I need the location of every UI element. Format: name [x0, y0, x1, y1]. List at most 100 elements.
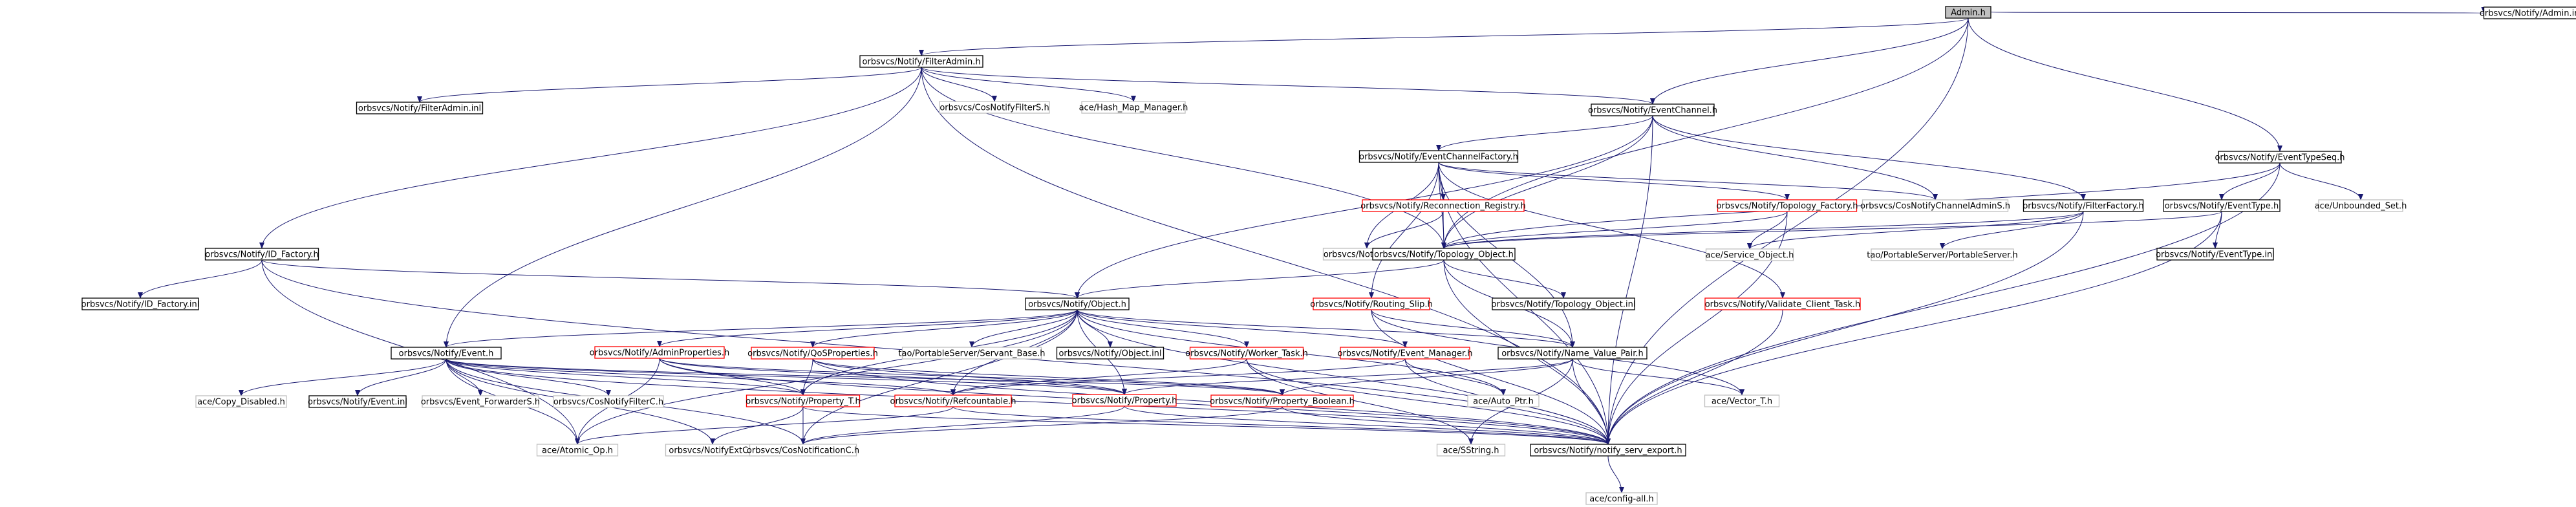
- edge-recon-to-exts: [1364, 211, 1444, 249]
- edge-root-to-evts: [1968, 17, 2282, 152]
- edge-filtf-to-export: [1605, 211, 2084, 445]
- node-evtype[interactable]: orbsvcs/Notify/EventType.h: [2163, 199, 2281, 212]
- edge-event-to-eventinl: [355, 358, 447, 396]
- node-box-coschas: [1862, 199, 2009, 212]
- node-adminp[interactable]: orbsvcs/Notify/AdminProperties.h: [590, 346, 730, 359]
- node-box-cosfs: [939, 101, 1050, 114]
- node-box-topof: [1717, 199, 1858, 212]
- node-label-autoptr: ace/Auto_Ptr.h: [1473, 397, 1534, 407]
- edge-obj-to-nvp: [1077, 309, 1575, 348]
- node-label-idfinl: orbsvcs/Notify/ID_Factory.inl: [81, 300, 200, 310]
- node-label-obj: orbsvcs/Notify/Object.h: [1028, 300, 1126, 310]
- node-filtf[interactable]: orbsvcs/Notify/FilterFactory.h: [2023, 199, 2144, 212]
- node-evmgr[interactable]: orbsvcs/Notify/Event_Manager.h: [1337, 347, 1473, 360]
- node-vectort: ace/Vector_T.h: [1704, 394, 1780, 407]
- node-box-admininl: [2483, 6, 2576, 19]
- edge-propt-to-extc: [710, 406, 804, 445]
- node-box-vectort: [1704, 394, 1780, 407]
- node-cosfs: orbsvcs/CosNotifyFilterS.h: [939, 101, 1050, 114]
- node-label-validate: orbsvcs/Notify/Validate_Client_Task.h: [1705, 300, 1861, 310]
- node-box-unbset: [2318, 199, 2403, 212]
- node-admininl[interactable]: orbsvcs/Notify/Admin.inl: [2480, 6, 2576, 19]
- graph-nodes: Admin.h orbsvcs/Notify/FilterAdmin.h orbsv…: [81, 6, 2576, 505]
- edge-fadm-to-cosfs: [921, 67, 997, 102]
- edge-filtf-to-topoobj: [1441, 211, 2084, 249]
- node-label-event: orbsvcs/Notify/Event.h: [399, 349, 494, 359]
- edge-qosp-to-propt: [800, 358, 813, 396]
- node-topoinl[interactable]: orbsvcs/Notify/Topology_Object.inl: [1492, 297, 1636, 310]
- node-root[interactable]: Admin.h: [1945, 6, 1991, 19]
- edge-fadm-to-event: [444, 67, 922, 348]
- node-qosp[interactable]: orbsvcs/Notify/QoSProperties.h: [747, 347, 878, 360]
- node-propb[interactable]: orbsvcs/Notify/Property_Boolean.h: [1210, 394, 1355, 407]
- node-refc[interactable]: orbsvcs/Notify/Refcountable.h: [890, 394, 1016, 407]
- node-box-export: [1530, 444, 1686, 457]
- edge-event-to-export: [445, 358, 1611, 445]
- edge-obj-to-atomic: [575, 309, 1078, 445]
- node-box-evch: [1591, 103, 1715, 116]
- edge-propb-to-export: [1282, 406, 1611, 445]
- edge-routing-to-export: [1371, 309, 1611, 445]
- edge-evch-to-topoobj: [1441, 115, 1653, 249]
- node-hashmap: ace/Hash_Map_Manager.h: [1079, 101, 1188, 114]
- edge-nvp-to-propb: [1280, 358, 1573, 396]
- node-label-atomic: ace/Atomic_Op.h: [542, 446, 613, 456]
- node-nvp[interactable]: orbsvcs/Notify/Name_Value_Pair.h: [1497, 347, 1648, 360]
- edge-nvp-to-vectort: [1572, 358, 1744, 396]
- edge-idf-to-obj: [261, 259, 1080, 299]
- node-eventinl[interactable]: orbsvcs/Notify/Event.inl: [308, 395, 407, 408]
- node-label-evmgr: orbsvcs/Notify/Event_Manager.h: [1337, 349, 1472, 359]
- node-evch[interactable]: orbsvcs/Notify/EventChannel.h: [1588, 103, 1717, 116]
- node-prop[interactable]: orbsvcs/Notify/Property.h: [1072, 394, 1177, 407]
- node-export[interactable]: orbsvcs/Notify/notify_serv_export.h: [1530, 444, 1686, 457]
- node-topof[interactable]: orbsvcs/Notify/Topology_Factory.h: [1716, 199, 1858, 212]
- node-recon[interactable]: orbsvcs/Notify/Reconnection_Registry.h: [1360, 199, 1526, 212]
- edge-export-to-cfgall: [1607, 455, 1624, 493]
- node-label-cosfc: orbsvcs/CosNotifyFilterC.h: [553, 398, 663, 407]
- edge-routing-to-nvp: [1371, 309, 1575, 348]
- node-worker[interactable]: orbsvcs/Notify/Worker_Task.h: [1185, 347, 1308, 360]
- node-propt[interactable]: orbsvcs/Notify/Property_T.h: [746, 394, 861, 407]
- node-label-propb: orbsvcs/Notify/Property_Boolean.h: [1210, 397, 1355, 407]
- node-label-svcobj: ace/Service_Object.h: [1706, 251, 1794, 261]
- node-event[interactable]: orbsvcs/Notify/Event.h: [391, 347, 502, 360]
- edge-event-to-cosfc: [445, 358, 611, 396]
- edge-nvp-to-export: [1572, 358, 1611, 445]
- node-objinl[interactable]: orbsvcs/Notify/Object.inl: [1056, 347, 1165, 360]
- edge-nvp-to-prop: [1122, 358, 1573, 395]
- node-evtypeinl[interactable]: orbsvcs/Notify/EventType.inl: [2156, 248, 2275, 261]
- node-label-cosnc: orbsvcs/CosNotificationC.h: [747, 446, 859, 456]
- node-fadminl[interactable]: orbsvcs/Notify/FilterAdmin.inl: [356, 102, 484, 114]
- node-idf[interactable]: orbsvcs/Notify/ID_Factory.h: [204, 248, 319, 261]
- node-box-pss: [1871, 248, 2014, 261]
- edge-obj-to-adminp: [657, 309, 1078, 347]
- edge-evmgr-to-refc: [950, 358, 1406, 396]
- node-label-coschas: orbsvcs/CosNotifyChannelAdminS.h: [1860, 202, 2010, 211]
- node-evts[interactable]: orbsvcs/Notify/EventTypeSeq.h: [2215, 151, 2345, 164]
- node-label-pss: tao/PortableServer/PortableServer.h: [1867, 251, 2017, 261]
- edge-prop-to-cosnc: [800, 405, 1125, 445]
- node-box-nvp: [1497, 347, 1648, 360]
- edge-qosp-to-export: [812, 358, 1611, 445]
- node-box-evtypeinl: [2156, 248, 2274, 261]
- node-fadm[interactable]: orbsvcs/Notify/FilterAdmin.h: [859, 55, 983, 68]
- node-label-filtf: orbsvcs/Notify/FilterFactory.h: [2023, 202, 2143, 211]
- node-label-fadm: orbsvcs/Notify/FilterAdmin.h: [862, 58, 980, 67]
- node-topoobj[interactable]: orbsvcs/Notify/Topology_Object.h: [1372, 248, 1516, 261]
- node-evchf[interactable]: orbsvcs/Notify/EventChannelFactory.h: [1358, 150, 1519, 163]
- node-label-topoinl: orbsvcs/Notify/Topology_Object.inl: [1492, 300, 1636, 310]
- node-obj[interactable]: orbsvcs/Notify/Object.h: [1025, 297, 1130, 310]
- node-box-prop: [1072, 394, 1177, 407]
- edge-evts-to-evtype: [2219, 162, 2281, 200]
- node-routing[interactable]: orbsvcs/Notify/Routing_Slip.h: [1310, 297, 1433, 310]
- edge-refc-to-atomic: [575, 406, 954, 445]
- node-label-routing: orbsvcs/Notify/Routing_Slip.h: [1310, 300, 1433, 310]
- edge-root-to-fadm: [919, 17, 1969, 56]
- node-idfinl[interactable]: orbsvcs/Notify/ID_Factory.inl: [81, 297, 200, 310]
- edge-worker-to-export: [1246, 358, 1611, 445]
- node-label-extc: orbsvcs/NotifyExtC.h: [669, 446, 756, 456]
- edge-event-to-refc: [445, 358, 956, 396]
- node-box-topoinl: [1492, 297, 1635, 310]
- node-validate[interactable]: orbsvcs/Notify/Validate_Client_Task.h: [1704, 297, 1861, 310]
- node-box-propt: [746, 394, 861, 407]
